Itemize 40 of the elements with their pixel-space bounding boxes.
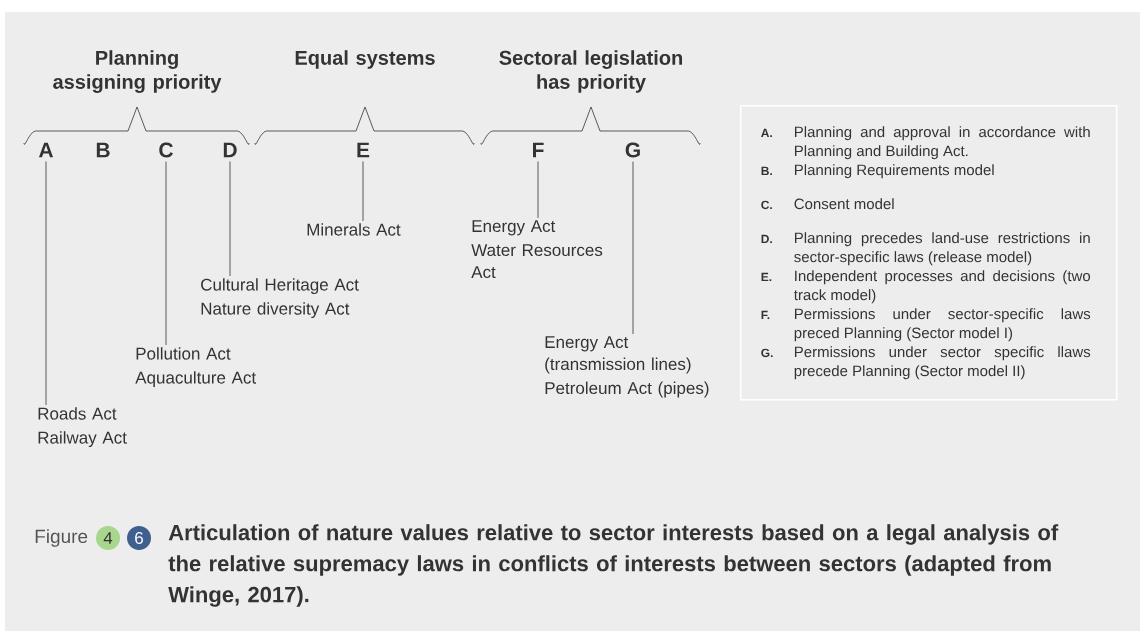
list-text: Planning Requirements model: [795, 164, 994, 179]
group-letter: D: [223, 142, 237, 158]
list-letter: G.: [761, 348, 773, 358]
connector-line: [362, 161, 364, 222]
list-text: Planning precedes land-use restrictions in sector-specific laws (release model): [794, 232, 1090, 266]
group-letter: G: [625, 142, 640, 158]
list-text: Consent model: [794, 198, 894, 210]
connector-line: [229, 161, 231, 277]
number-badge: 6: [127, 526, 151, 550]
act-list: Roads Act Railway Act: [38, 407, 127, 448]
connector-line: [537, 161, 539, 219]
group-heading: Sectoral legislation has priority: [499, 50, 682, 93]
list-text: Permissions under sector specific llaws precede Planning (Sector model II): [794, 346, 1091, 380]
connector-line: [632, 161, 634, 335]
list-letter: D.: [761, 234, 772, 244]
act-list: Minerals Act: [307, 223, 401, 236]
figure-caption: Articulation of nature values relative to sector interests based on a legal analysis of the relative supremacy laws in conflicts of interests between sectors (adapted from Winge, 2017).: [168, 524, 1059, 607]
list-text: Planning and approval in accordance with Planning and Building Act.: [795, 126, 1090, 160]
list-letter: C.: [761, 200, 772, 210]
act-list: Energy Act Water Resources Act: [471, 220, 603, 279]
connector-line: [45, 161, 47, 406]
group-letter: C: [159, 142, 173, 158]
number-badge: 4: [96, 526, 120, 550]
list-letter: E.: [761, 272, 772, 282]
group-letter: A: [38, 142, 54, 158]
group-heading: Equal systems: [295, 50, 435, 69]
act-list: Cultural Heritage Act Nature diversity Act: [201, 278, 359, 319]
connector-line: [165, 161, 167, 346]
group-letter: B: [96, 142, 110, 158]
list-text: Independent processes and decisions (two track model): [794, 270, 1091, 304]
list-letter: F.: [761, 310, 770, 320]
figure-label: Figure: [35, 529, 88, 547]
act-list: Energy Act (transmission lines) Petroleum Act (pipes): [545, 336, 709, 398]
group-letter: F: [533, 142, 544, 158]
group-letter: E: [357, 142, 370, 158]
list-letter: A.: [761, 128, 772, 138]
group-heading: Planning assigning priority: [53, 50, 222, 93]
list-letter: B.: [761, 166, 772, 176]
list-text: Permissions under sector-specific laws preced Planning (Sector model I): [794, 308, 1091, 342]
act-list: Pollution Act Aquaculture Act: [135, 347, 256, 388]
